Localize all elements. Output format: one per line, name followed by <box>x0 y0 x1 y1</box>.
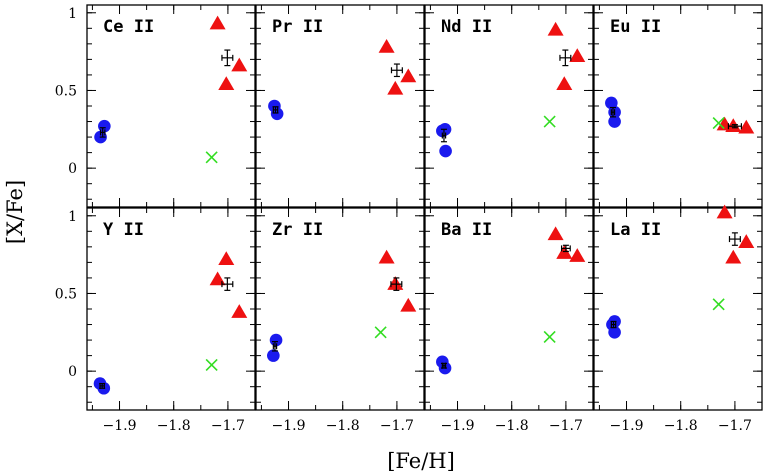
x-tick-label: −1.9 <box>441 418 475 434</box>
triangle-point <box>209 15 226 30</box>
circle-point <box>439 144 452 158</box>
y-axis-label: [X/Fe] <box>3 180 27 244</box>
panel-ba-ii: −1.9 −1.8 −1.7 Ba II <box>424 207 594 434</box>
error-bar <box>99 127 106 138</box>
triangle-point <box>547 21 564 36</box>
cross-point <box>712 117 725 130</box>
error-bar <box>390 277 403 291</box>
panel-label: Nd II <box>441 17 492 37</box>
error-bar <box>271 341 278 352</box>
x-tick-label: −1.9 <box>103 418 137 434</box>
error-bar <box>728 232 741 246</box>
error-bar <box>727 123 743 130</box>
error-bar <box>440 362 447 369</box>
error-bar <box>221 49 234 67</box>
triangle-point <box>218 76 235 91</box>
x-tick-label: −1.9 <box>272 418 306 434</box>
panel-eu-ii: Eu II <box>593 4 763 208</box>
x-tick-label: −1.8 <box>664 418 698 434</box>
cross-point <box>543 115 556 128</box>
panel-label: Zr II <box>272 220 323 240</box>
error-bar <box>609 106 616 118</box>
panel-label: Ce II <box>103 17 154 37</box>
cross-point <box>374 326 387 339</box>
x-tick-label: −1.8 <box>326 418 360 434</box>
x-tick-label: −1.8 <box>157 418 191 434</box>
x-tick-label: −1.7 <box>549 418 583 434</box>
cross-point <box>543 330 556 344</box>
triangle-point <box>378 38 395 53</box>
panel-ce-ii: 0 0.5 1 Ce II <box>55 4 256 208</box>
panel-label: La II <box>610 220 661 240</box>
panel-nd-ii: Nd II <box>424 4 594 208</box>
triangle-point <box>378 249 395 264</box>
triangle-point <box>400 297 417 312</box>
triangle-point <box>231 304 248 318</box>
cross-point <box>205 151 218 164</box>
triangle-point <box>569 48 586 63</box>
y-tick-label: 0.5 <box>55 83 77 99</box>
triangle-point <box>738 119 755 134</box>
triangle-point <box>569 248 586 262</box>
triangle-point <box>738 234 755 248</box>
y-tick-label: 1 <box>68 6 77 22</box>
error-bar <box>272 106 279 114</box>
error-bar <box>390 63 403 78</box>
error-bar <box>440 128 447 143</box>
circle-point <box>267 349 280 362</box>
triangle-point <box>231 57 248 72</box>
cross-point <box>712 298 725 311</box>
panel-pr-ii: Pr II <box>255 4 425 208</box>
x-axis-label: [Fe/H] <box>387 449 455 473</box>
triangle-point <box>218 251 235 266</box>
triangle-point <box>556 76 573 91</box>
circle-point <box>269 333 283 347</box>
error-bar <box>610 320 617 329</box>
error-bar <box>560 244 571 253</box>
circle-point <box>270 107 284 121</box>
y-tick-label: 0 <box>68 364 77 380</box>
triangle-point <box>716 204 733 219</box>
x-tick-label: −1.8 <box>495 418 529 434</box>
x-tick-label: −1.7 <box>380 418 414 434</box>
x-tick-label: −1.9 <box>610 418 644 434</box>
triangle-point <box>547 226 564 241</box>
triangle-point <box>387 80 404 95</box>
panel-label: Y II <box>103 220 144 240</box>
panel-y-ii: 0 0.5 1 −1.9 −1.8 −1.7 Y II <box>55 207 256 434</box>
error-bar <box>99 382 106 389</box>
triangle-point <box>400 68 417 83</box>
circle-point <box>98 119 111 133</box>
error-bar <box>221 277 234 291</box>
panel-label: Pr II <box>272 17 323 37</box>
y-tick-label: 0.5 <box>55 286 77 302</box>
circle-point <box>608 115 621 128</box>
panel-label: Ba II <box>441 220 492 240</box>
x-tick-label: −1.7 <box>211 418 245 434</box>
x-tick-label: −1.7 <box>718 418 752 434</box>
y-tick-label: 0 <box>68 161 77 177</box>
y-tick-label: 1 <box>68 209 77 225</box>
triangle-point <box>725 249 742 264</box>
error-bar <box>559 49 572 67</box>
cross-point <box>205 358 218 372</box>
panel-label: Eu II <box>610 17 661 37</box>
circle-point <box>608 326 621 339</box>
panel-la-ii: −1.9 −1.8 −1.7 La II <box>593 204 763 434</box>
panel-zr-ii: −1.9 −1.8 −1.7 Zr II <box>255 207 425 434</box>
triangle-point <box>209 271 226 286</box>
